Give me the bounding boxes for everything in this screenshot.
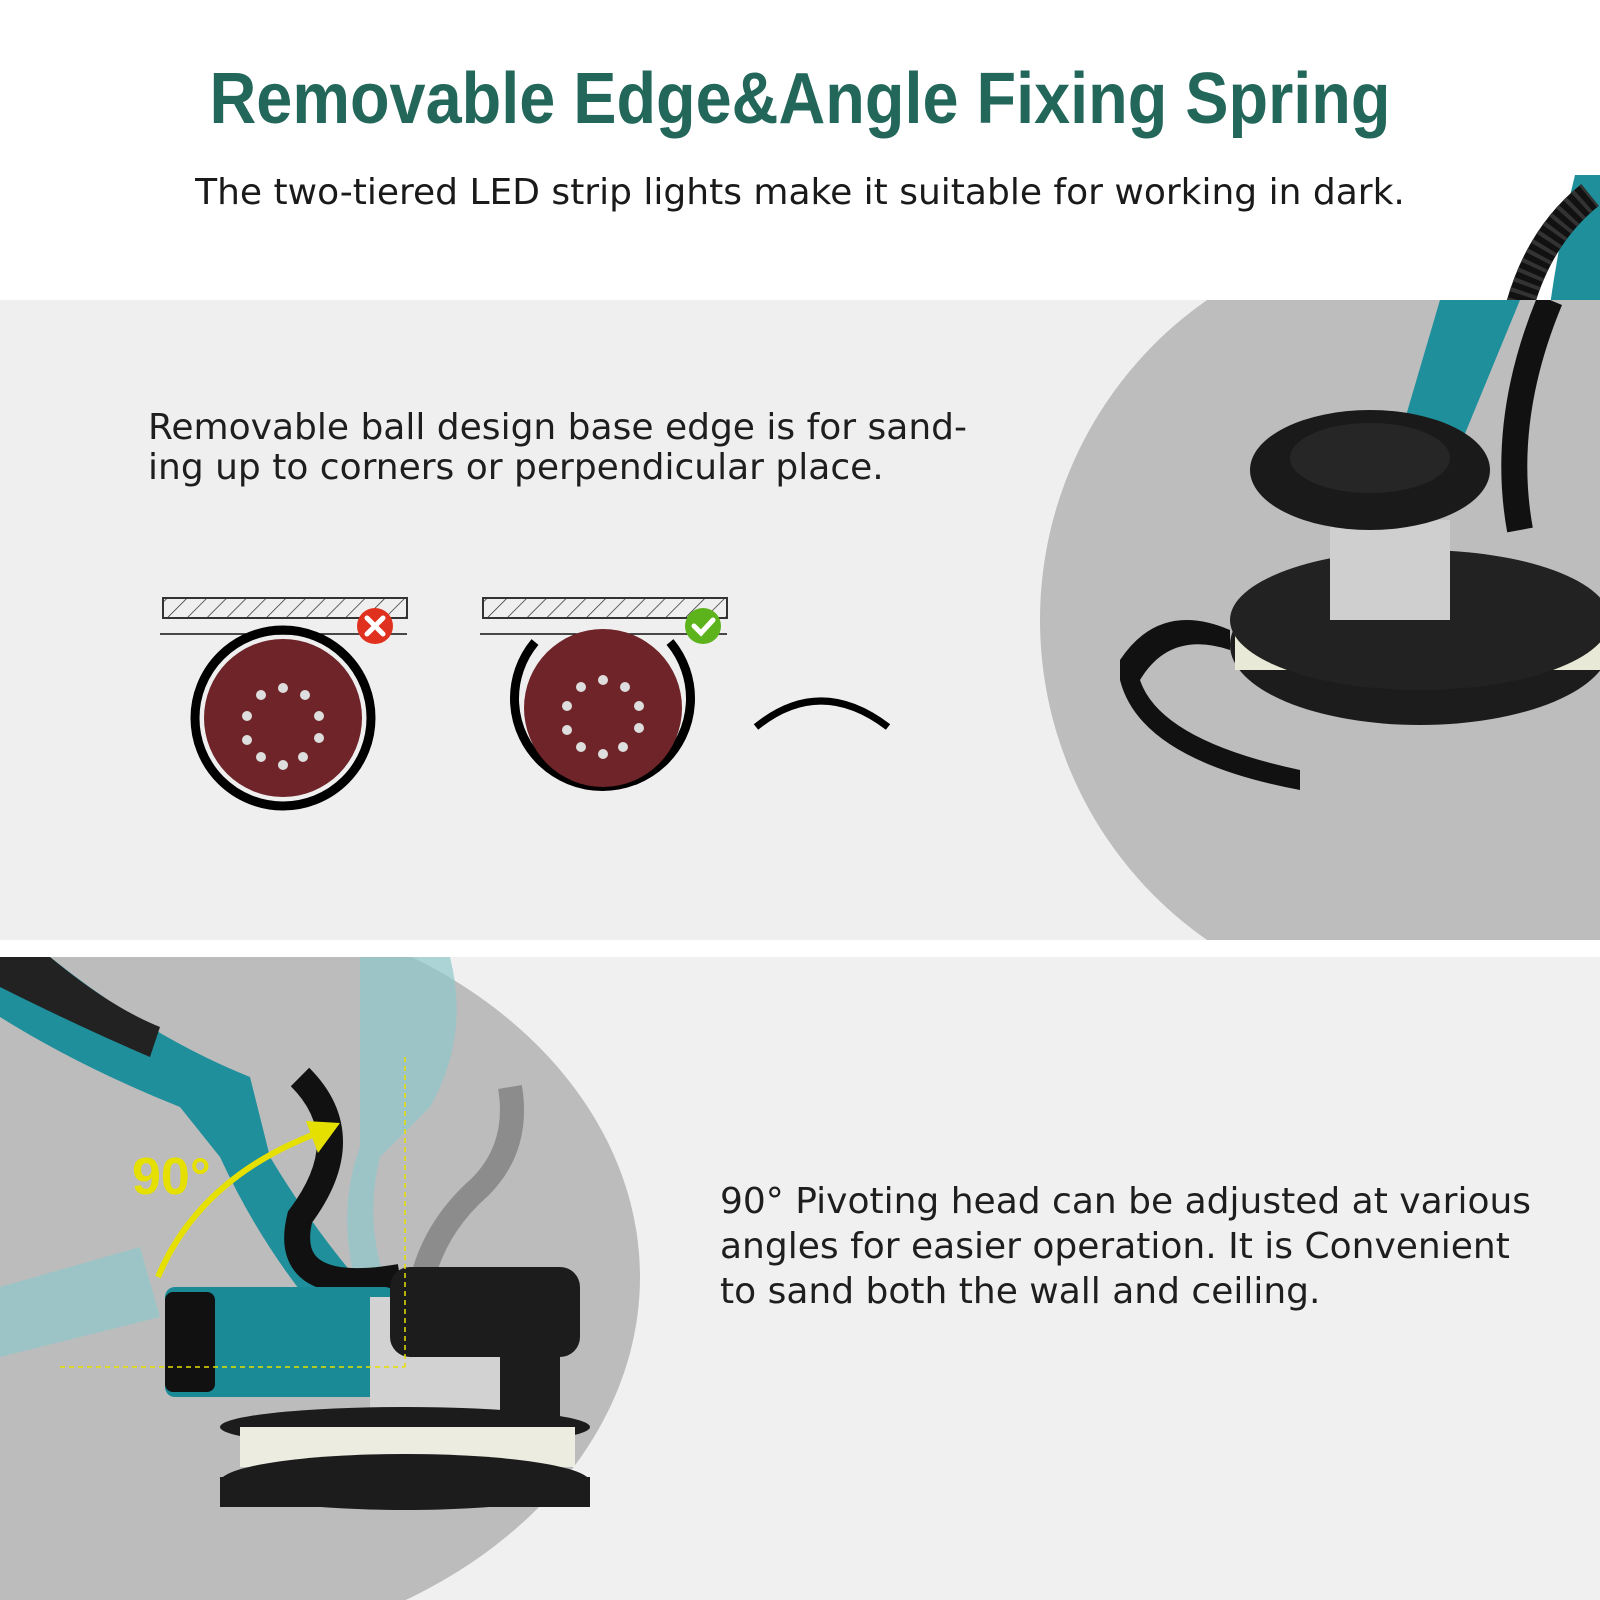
pivot-description: 90° Pivoting head can be adjusted at var… [720, 1181, 1532, 1312]
incorrect-diagram [160, 597, 408, 811]
edge-description: Removable ball design base edge is for s… [148, 407, 967, 488]
x-mark-icon [357, 608, 393, 644]
angle-label: 90° [132, 1148, 211, 1206]
page-title: Removable Edge&Angle Fixing Spring [209, 59, 1391, 139]
edge-section: Removable ball design base edge is for s… [0, 300, 1600, 940]
check-mark-icon [685, 608, 721, 644]
page-subtitle: The two-tiered LED strip lights make it … [195, 172, 1405, 213]
sander-handle-top-image [1506, 175, 1600, 305]
pivot-section: 90° 90° Pivoting head can be adjusted at… [0, 957, 1600, 1600]
pivot-sander-image [0, 957, 590, 1510]
arrow-head-icon [306, 1121, 340, 1153]
correct-diagram [480, 597, 728, 791]
arc-segment-icon [753, 697, 891, 730]
sander-head-image [1120, 300, 1600, 790]
